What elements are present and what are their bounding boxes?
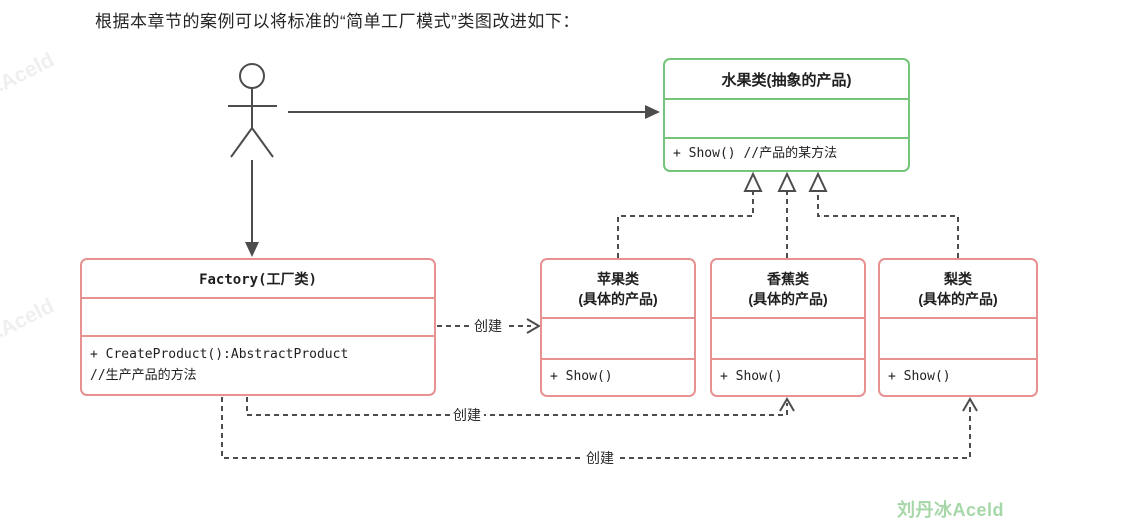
class-attributes-empty <box>712 319 864 360</box>
class-title: 苹果类 (具体的产品) <box>542 260 694 319</box>
class-title-subtext: (具体的产品) <box>578 290 658 307</box>
arrow-actor-to-factory <box>245 160 259 257</box>
arrow-actor-to-fruit <box>288 105 660 119</box>
author-signature: 刘丹冰Aceld <box>897 500 1005 520</box>
method-comment-text: //生产产品的方法 <box>90 367 197 383</box>
dependency-factory-banana <box>246 397 788 416</box>
class-box-fruit: 水果类(抽象的产品) + Show() //产品的某方法 <box>663 58 910 172</box>
class-box-factory: Factory(工厂类) + CreateProduct():AbstractP… <box>80 258 436 396</box>
method-text: + Show() <box>720 369 783 385</box>
page-title: 根据本章节的案例可以将标准的“简单工厂模式”类图改进如下： <box>95 12 580 31</box>
method-text: + CreateProduct():AbstractProduct <box>90 347 349 363</box>
method-text: + Show() //产品的某方法 <box>673 146 838 162</box>
class-box-apple: 苹果类 (具体的产品) + Show() <box>540 258 696 397</box>
class-title: Factory(工厂类) <box>82 260 434 299</box>
class-methods: + CreateProduct():AbstractProduct //生产产品… <box>82 337 434 394</box>
hollow-triangle-arrowhead <box>808 171 828 192</box>
edge-label-create-pear: 创建 <box>583 448 617 468</box>
class-methods: + Show() <box>880 360 1036 395</box>
class-title-text: 水果类(抽象的产品) <box>721 71 852 89</box>
class-attributes-empty <box>82 299 434 337</box>
class-box-pear: 梨类 (具体的产品) + Show() <box>878 258 1038 397</box>
class-title-text: 苹果类 <box>597 270 639 287</box>
class-attributes-empty <box>880 319 1036 360</box>
edge-label-create-apple: 创建 <box>471 316 505 336</box>
open-arrowhead <box>962 397 978 412</box>
realization-apple-fruit <box>617 192 754 258</box>
class-title-subtext: (具体的产品) <box>918 290 998 307</box>
class-title-text: 梨类 <box>944 270 972 287</box>
hollow-triangle-arrowhead <box>777 171 797 192</box>
edge-label-create-banana: 创建 <box>450 405 484 425</box>
class-methods: + Show() <box>542 360 694 395</box>
open-arrowhead <box>526 318 541 334</box>
class-title: 水果类(抽象的产品) <box>665 60 908 100</box>
actor-icon <box>228 63 277 158</box>
class-methods: + Show() //产品的某方法 <box>665 139 908 170</box>
hollow-triangle-arrowhead <box>743 171 763 192</box>
class-methods: + Show() <box>712 360 864 395</box>
class-title-subtext: (具体的产品) <box>748 290 828 307</box>
method-text: + Show() <box>550 369 613 385</box>
class-attributes-empty <box>542 319 694 360</box>
method-text: + Show() <box>888 369 951 385</box>
open-arrowhead <box>779 397 795 412</box>
class-box-banana: 香蕉类 (具体的产品) + Show() <box>710 258 866 397</box>
class-title: 香蕉类 (具体的产品) <box>712 260 864 319</box>
class-attributes-empty <box>665 100 908 139</box>
class-title-text: Factory(工厂类) <box>199 271 317 288</box>
class-title-text: 香蕉类 <box>767 270 809 287</box>
realization-pear-fruit <box>817 192 959 258</box>
class-title: 梨类 (具体的产品) <box>880 260 1036 319</box>
